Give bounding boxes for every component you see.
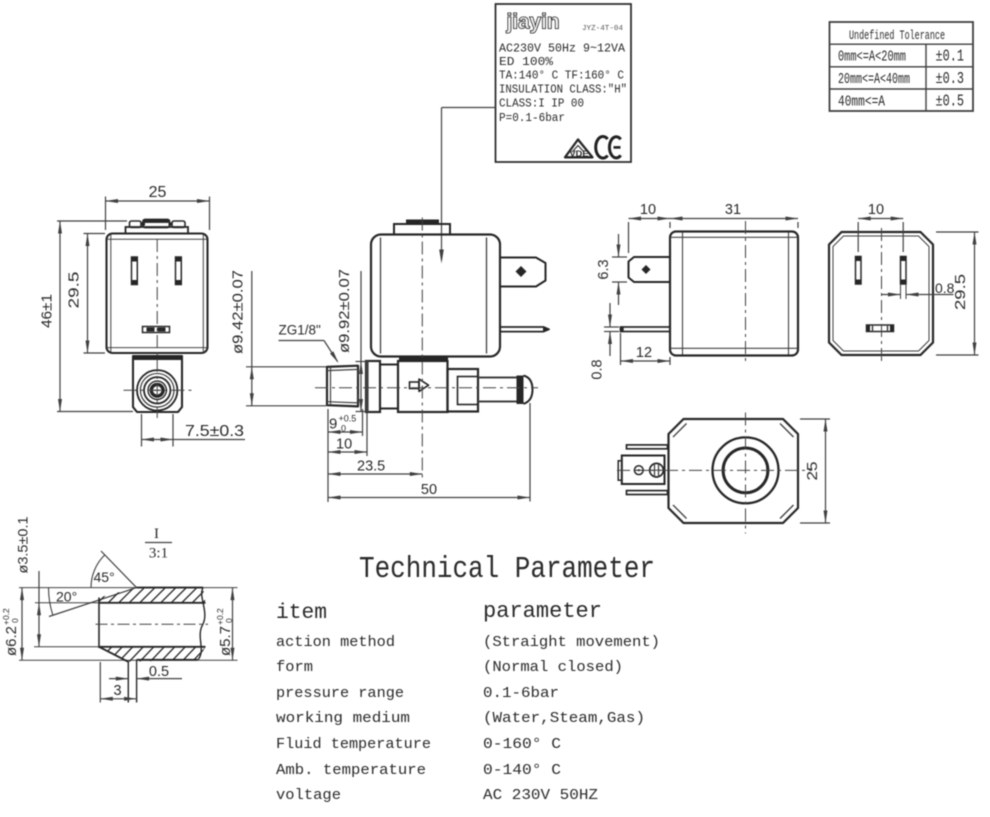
svg-text:0: 0	[341, 424, 346, 434]
svg-text:I: I	[154, 526, 159, 542]
svg-text:INSULATION CLASS:"H": INSULATION CLASS:"H"	[499, 84, 627, 97]
svg-text:0.8: 0.8	[590, 359, 606, 379]
svg-text:25: 25	[149, 184, 167, 201]
svg-text:jiayin: jiayin	[506, 10, 560, 34]
svg-text:Amb. temperature: Amb. temperature	[276, 762, 426, 779]
svg-text:Fluid temperature: Fluid temperature	[276, 736, 431, 753]
svg-text:Undefined Tolerance: Undefined Tolerance	[849, 28, 945, 43]
svg-text:25: 25	[805, 462, 821, 481]
svg-text:ø5.7: ø5.7	[217, 626, 234, 656]
svg-text:10: 10	[868, 202, 884, 218]
svg-text:ø6.2: ø6.2	[3, 626, 20, 656]
svg-text:(Normal closed): (Normal closed)	[483, 659, 623, 676]
svg-text:45°: 45°	[94, 569, 115, 585]
svg-text:item: item	[276, 602, 327, 625]
svg-text:working medium: working medium	[276, 710, 410, 727]
svg-text:46±1: 46±1	[39, 294, 56, 328]
svg-text:VDE: VDE	[570, 150, 590, 159]
svg-text:P=0.1-6bar: P=0.1-6bar	[499, 112, 565, 125]
svg-text:0.8: 0.8	[935, 280, 955, 296]
svg-text:29.5: 29.5	[66, 272, 83, 309]
svg-text:29.5: 29.5	[953, 274, 969, 310]
svg-text:±0.1: ±0.1	[936, 48, 965, 67]
svg-text:20mm<=A<40mm: 20mm<=A<40mm	[838, 71, 910, 88]
svg-text:20°: 20°	[56, 589, 77, 605]
svg-text:action method: action method	[276, 634, 395, 651]
svg-text:ø9.42±0.07: ø9.42±0.07	[231, 270, 247, 354]
svg-text:pressure range: pressure range	[276, 685, 404, 702]
svg-text:6.3: 6.3	[596, 259, 612, 279]
svg-text:Technical Parameter: Technical Parameter	[359, 552, 655, 587]
svg-text:(Straight movement): (Straight movement)	[483, 634, 660, 651]
svg-text:0.1-6bar: 0.1-6bar	[483, 685, 559, 702]
svg-text:+0.5: +0.5	[339, 414, 357, 424]
svg-text:0-140° C: 0-140° C	[483, 762, 561, 779]
svg-text:50: 50	[421, 482, 437, 498]
svg-text:ED 100%: ED 100%	[499, 56, 553, 69]
svg-text:10: 10	[640, 202, 656, 218]
svg-text:jiayin: jiayin	[506, 10, 560, 34]
svg-text:AC 230V 50HZ: AC 230V 50HZ	[483, 787, 598, 804]
svg-text:3: 3	[113, 683, 121, 699]
svg-text:ø9.92±0.07: ø9.92±0.07	[337, 269, 353, 353]
svg-text:CLASS:I IP 00: CLASS:I IP 00	[499, 98, 584, 111]
svg-text:7.5±0.3: 7.5±0.3	[185, 423, 244, 440]
svg-text:(Water,Steam,Gas): (Water,Steam,Gas)	[483, 710, 645, 727]
svg-text:AC230V 50Hz 9~12VA: AC230V 50Hz 9~12VA	[499, 43, 625, 56]
svg-text:JYZ-4T-04: JYZ-4T-04	[582, 25, 623, 33]
svg-text:23.5: 23.5	[357, 459, 385, 475]
svg-text:0: 0	[10, 618, 20, 623]
svg-text:±0.3: ±0.3	[936, 70, 965, 89]
svg-text:40mm<=A: 40mm<=A	[838, 93, 885, 110]
svg-text:0.5: 0.5	[149, 664, 169, 680]
svg-text:form: form	[276, 659, 313, 676]
svg-text:3:1: 3:1	[149, 546, 168, 562]
svg-text:ZG1/8": ZG1/8"	[279, 323, 322, 338]
svg-text:12: 12	[636, 345, 652, 361]
svg-text:voltage: voltage	[276, 787, 341, 804]
svg-text:ø3.5±0.1: ø3.5±0.1	[16, 517, 31, 574]
svg-text:+0.2: +0.2	[215, 608, 225, 625]
svg-text:0: 0	[224, 618, 234, 623]
svg-text:0-160° C: 0-160° C	[483, 736, 561, 753]
svg-text:9: 9	[329, 416, 337, 433]
svg-text:TA:140° C TF:160° C: TA:140° C TF:160° C	[499, 70, 624, 83]
svg-text:31: 31	[725, 202, 741, 218]
svg-text:+0.2: +0.2	[1, 608, 11, 625]
svg-text:±0.5: ±0.5	[936, 92, 965, 111]
svg-text:0mm<=A<20mm: 0mm<=A<20mm	[838, 49, 906, 66]
svg-text:parameter: parameter	[483, 599, 602, 624]
svg-text:10: 10	[336, 437, 352, 453]
